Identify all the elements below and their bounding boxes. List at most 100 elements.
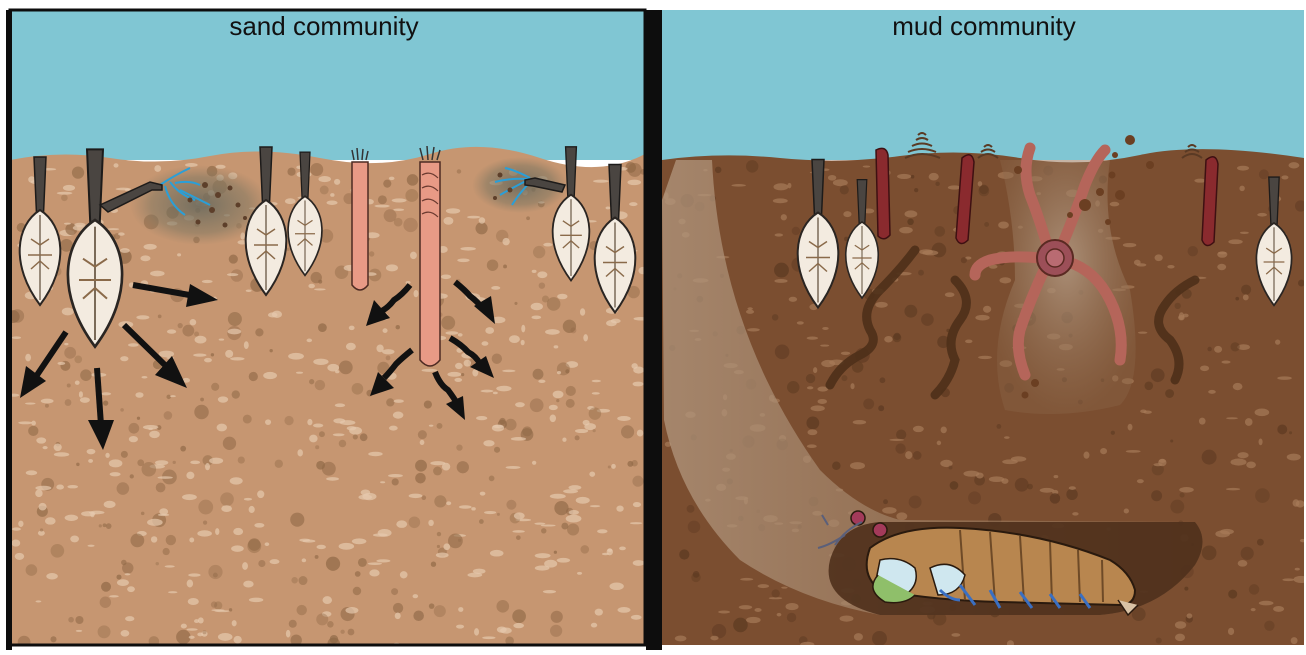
pebble (1277, 424, 1287, 434)
pebble (688, 521, 701, 534)
pebble (533, 246, 545, 258)
pebble (1170, 500, 1184, 514)
grain (1239, 186, 1244, 192)
grain (557, 558, 570, 563)
grain (1281, 175, 1288, 179)
grain (1259, 601, 1274, 606)
pebble (1184, 587, 1188, 591)
grain (1200, 365, 1209, 371)
grain (458, 607, 463, 612)
pebble (103, 400, 108, 405)
grain (1072, 512, 1078, 516)
pebble (566, 399, 575, 408)
grain (445, 331, 458, 335)
grain (937, 441, 941, 446)
pebble (1180, 493, 1185, 498)
grain (786, 603, 799, 610)
grain (619, 546, 626, 550)
grain (945, 292, 955, 297)
grain (532, 461, 536, 465)
grain (1054, 475, 1059, 478)
grain (740, 578, 753, 581)
grain (590, 505, 601, 507)
pebble (863, 398, 874, 409)
grain (45, 517, 56, 524)
pebble (67, 383, 71, 387)
grain (1128, 424, 1133, 431)
pebble (746, 160, 758, 172)
grain (120, 248, 130, 253)
pebble (68, 617, 74, 623)
grain (787, 183, 791, 189)
pebble (415, 473, 426, 484)
pebble (178, 323, 183, 328)
grain (521, 325, 525, 333)
grain (249, 598, 263, 602)
grain (1083, 451, 1089, 458)
grain (125, 573, 131, 575)
grain (746, 310, 754, 314)
grain (607, 548, 613, 555)
pebble (461, 373, 464, 376)
grain (349, 427, 362, 435)
grain (217, 424, 227, 432)
grain (383, 328, 388, 333)
grain (190, 319, 197, 325)
grain (474, 628, 479, 635)
grain (394, 399, 404, 402)
grain (389, 177, 395, 181)
grain (41, 399, 54, 404)
grain (905, 210, 918, 217)
pebble (687, 505, 695, 513)
pebble (396, 325, 400, 329)
grain (1295, 568, 1300, 571)
pebble (715, 167, 722, 174)
pebble (142, 462, 157, 477)
pebble (433, 467, 442, 476)
pebble (775, 345, 790, 360)
pebble (547, 297, 561, 311)
grain (1300, 539, 1306, 542)
pebble (101, 582, 111, 592)
grain (104, 501, 116, 508)
grain (380, 481, 385, 483)
grain (349, 326, 355, 330)
grain (188, 573, 200, 576)
pebble (554, 551, 557, 554)
pebble (378, 195, 387, 204)
grain (1124, 509, 1129, 514)
grain (454, 378, 462, 382)
pebble (383, 180, 391, 188)
grain (158, 514, 169, 517)
pebble (65, 399, 72, 406)
grain (1246, 461, 1256, 468)
pebble (541, 528, 546, 533)
grain (205, 463, 210, 470)
grain (480, 492, 486, 496)
grain (1137, 479, 1144, 483)
pebble (1175, 303, 1181, 309)
pebble (72, 167, 84, 179)
pebble (437, 423, 443, 429)
grain (1238, 560, 1248, 567)
grain (577, 572, 582, 575)
pebble (384, 209, 397, 222)
grain (443, 543, 450, 550)
pebble (75, 616, 83, 624)
grain (1208, 390, 1216, 394)
pebble (352, 383, 364, 395)
pebble (911, 175, 915, 179)
grain (67, 485, 78, 488)
grain (476, 416, 487, 420)
pebble (208, 565, 222, 579)
grain (978, 356, 992, 359)
grain (225, 350, 233, 358)
grain (254, 523, 264, 528)
pebble (921, 313, 934, 326)
pebble (164, 411, 173, 420)
pebble (949, 465, 953, 469)
grain (296, 372, 303, 374)
grain (230, 357, 244, 360)
grain (1282, 578, 1294, 581)
grain (410, 252, 417, 259)
